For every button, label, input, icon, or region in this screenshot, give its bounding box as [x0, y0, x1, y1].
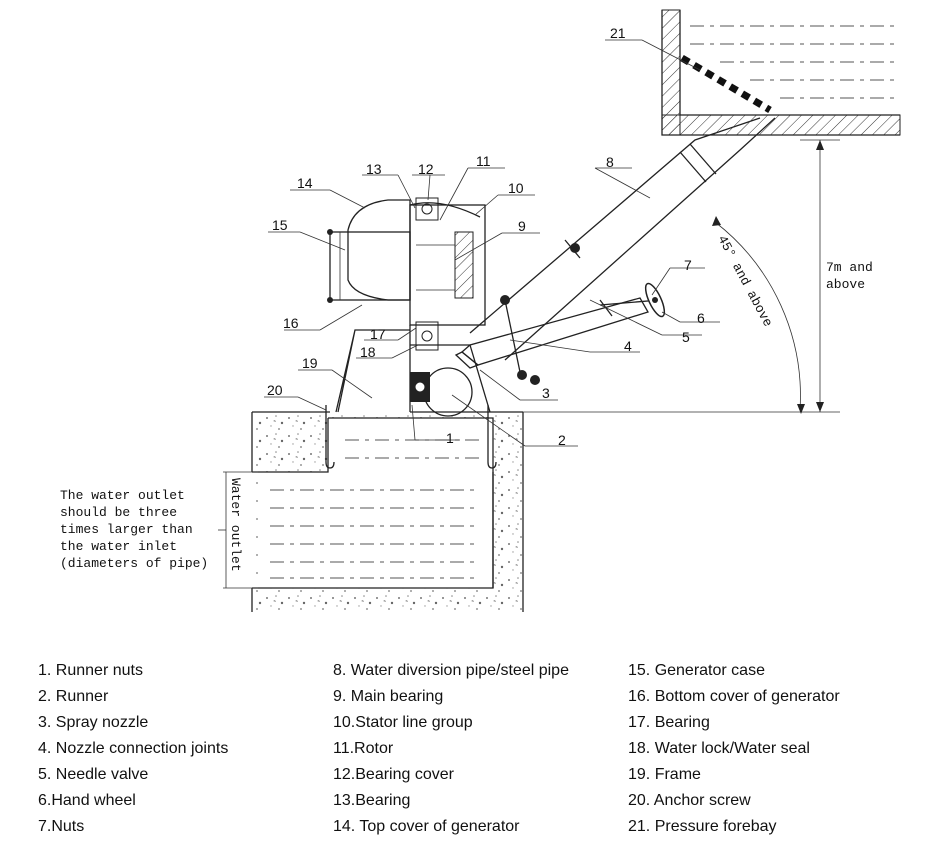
foundation — [251, 411, 524, 612]
legend-item-17: 17. Bearing — [628, 714, 710, 731]
legend-item-8: 8. Water diversion pipe/steel pipe — [333, 662, 569, 679]
outlet-note-line5: (diameters of pipe) — [60, 556, 208, 571]
callout-20: 20 — [267, 382, 283, 398]
legend-item-10: 10.Stator line group — [333, 714, 473, 731]
legend-item-9: 9. Main bearing — [333, 688, 444, 705]
water-outlet-label: Water outlet — [228, 478, 243, 572]
callout-15: 15 — [272, 217, 288, 233]
angle-arc — [712, 216, 805, 414]
tailwater — [270, 439, 480, 579]
turbine-installation-diagram: 1 2 3 4 5 6 7 8 9 10 11 12 13 14 15 16 1… — [60, 9, 901, 612]
callout-4: 4 — [624, 338, 632, 354]
legend-item-15: 15. Generator case — [628, 662, 765, 679]
legend-item-16: 16. Bottom cover of generator — [628, 688, 840, 705]
legend-item-19: 19. Frame — [628, 766, 701, 783]
legend-item-7: 7.Nuts — [38, 818, 85, 835]
angle-label: 45° and above — [714, 233, 775, 330]
callout-16: 16 — [283, 315, 299, 331]
parts-legend: 1. Runner nuts 2. Runner 3. Spray nozzle… — [0, 658, 943, 848]
callout-17: 17 — [370, 326, 386, 342]
legend-column-3: 15. Generator case 16. Bottom cover of g… — [628, 658, 840, 840]
height-dimension — [523, 139, 840, 413]
outlet-dimension — [218, 471, 258, 589]
legend-column-2: 8. Water diversion pipe/steel pipe 9. Ma… — [333, 658, 569, 840]
callout-9: 9 — [518, 218, 526, 234]
callout-21: 21 — [610, 25, 626, 41]
legend-item-6: 6.Hand wheel — [38, 792, 136, 809]
legend-item-12: 12.Bearing cover — [333, 766, 454, 783]
legend-item-4: 4. Nozzle connection joints — [38, 740, 229, 757]
callout-14: 14 — [297, 175, 313, 191]
callout-3: 3 — [542, 385, 550, 401]
legend-column-1: 1. Runner nuts 2. Runner 3. Spray nozzle… — [38, 658, 228, 840]
callout-labels: 1 2 3 4 5 6 7 8 9 10 11 12 13 14 15 16 1… — [267, 25, 705, 448]
callout-1: 1 — [446, 430, 454, 446]
legend-item-11: 11.Rotor — [333, 740, 394, 757]
callout-19: 19 — [302, 355, 318, 371]
anchor-screws — [325, 405, 497, 469]
outlet-note-line3: times larger than — [60, 522, 193, 537]
callout-2: 2 — [558, 432, 566, 448]
callout-6: 6 — [697, 310, 705, 326]
callout-18: 18 — [360, 344, 376, 360]
callout-11: 11 — [476, 153, 491, 169]
height-label-line1: 7m and — [826, 260, 873, 275]
generator — [327, 197, 486, 351]
callout-10: 10 — [508, 180, 524, 196]
legend-item-2: 2. Runner — [38, 688, 109, 705]
legend-item-14: 14. Top cover of generator — [333, 818, 520, 835]
legend-item-18: 18. Water lock/Water seal — [628, 740, 810, 757]
callout-13: 13 — [366, 161, 382, 177]
legend-item-5: 5. Needle valve — [38, 766, 149, 783]
outlet-note-line4: the water inlet — [60, 539, 177, 554]
outlet-note-line2: should be three — [60, 505, 177, 520]
legend-item-21: 21. Pressure forebay — [628, 818, 777, 835]
callout-7: 7 — [684, 257, 692, 273]
pressure-forebay — [661, 9, 901, 136]
callout-12: 12 — [418, 161, 434, 177]
legend-item-3: 3. Spray nozzle — [38, 714, 149, 731]
runner — [410, 344, 491, 417]
callout-5: 5 — [682, 329, 690, 345]
callout-8: 8 — [606, 154, 614, 170]
height-label-line2: above — [826, 277, 865, 292]
legend-item-1: 1. Runner nuts — [38, 662, 143, 679]
outlet-note-line1: The water outlet — [60, 488, 185, 503]
legend-item-13: 13.Bearing — [333, 792, 411, 809]
leader-lines — [264, 39, 720, 447]
legend-item-20: 20. Anchor screw — [628, 792, 751, 809]
